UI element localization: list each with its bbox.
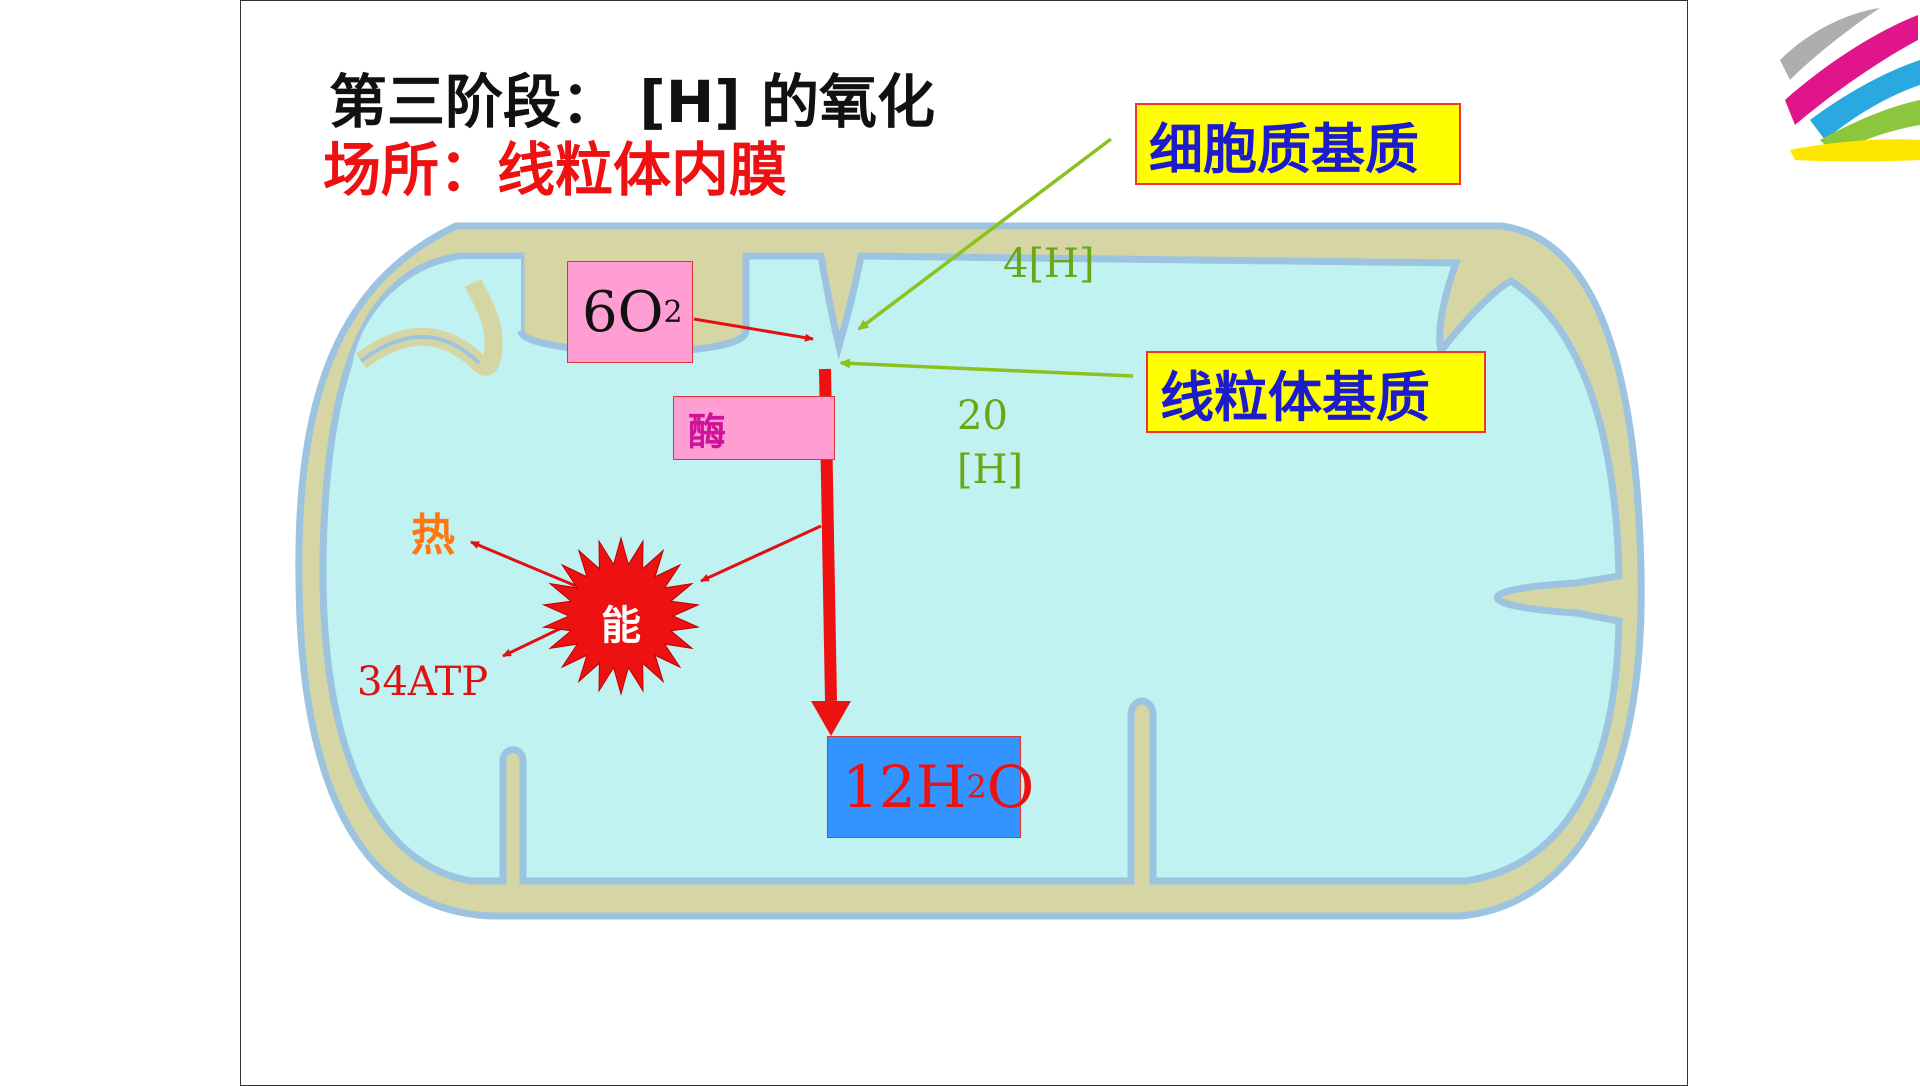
oxygen-subscript: 2 bbox=[663, 294, 683, 330]
label-mitochondrial-matrix: 线粒体基质 bbox=[1146, 351, 1486, 433]
page-title: 第三阶段： [H] 的氧化 bbox=[329, 68, 935, 136]
label-energy: 能 bbox=[601, 603, 641, 649]
arrow-o2 bbox=[693, 317, 814, 342]
location-title: 场所：线粒体内膜 bbox=[323, 136, 788, 204]
enzyme-box: 酶 bbox=[673, 396, 835, 460]
water-label-tail: O bbox=[986, 753, 1035, 821]
energy-starburst bbox=[541, 536, 701, 696]
brand-logo-icon bbox=[1780, 8, 1920, 162]
label-4h: 4[H] bbox=[1003, 241, 1095, 287]
water-subscript: 2 bbox=[966, 768, 987, 806]
arrow-energy bbox=[700, 524, 822, 583]
arrow-matrix bbox=[839, 358, 1134, 378]
label-cytoplasm-matrix: 细胞质基质 bbox=[1135, 103, 1461, 185]
arrow-main-head bbox=[811, 701, 851, 736]
water-label: 12H bbox=[842, 753, 967, 821]
label-atp: 34ATP bbox=[357, 659, 489, 705]
arrow-heat bbox=[470, 540, 577, 588]
arrow-cyto bbox=[857, 137, 1113, 331]
oxygen-label: 6O bbox=[582, 279, 664, 345]
label-heat: 热 bbox=[411, 510, 455, 561]
label-20h: 20[H] bbox=[957, 393, 1024, 493]
